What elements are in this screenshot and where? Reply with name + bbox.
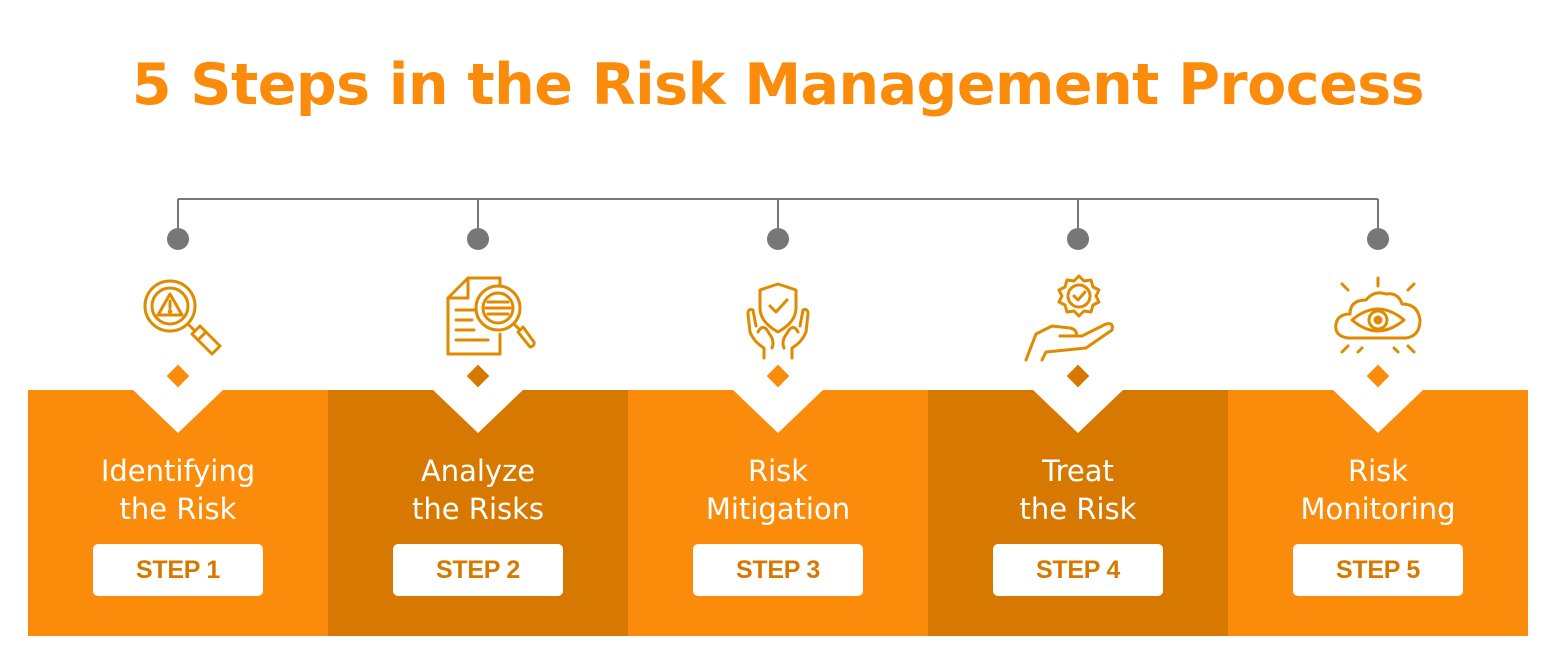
diagram-title: 5 Steps in the Risk Management Process: [131, 52, 1425, 118]
step-title-line-2: Mitigation: [705, 492, 851, 526]
card-notch: [432, 389, 524, 433]
step-title-line-1: Risk: [747, 454, 809, 488]
diamond-marker: [1366, 364, 1390, 388]
step-card-5: Risk Monitoring STEP 5: [1228, 364, 1528, 636]
diamond-marker: [1066, 364, 1090, 388]
step-title: Risk Mitigation: [628, 452, 928, 528]
card-notch: [1032, 389, 1124, 433]
connector-node-2: [467, 228, 489, 250]
step-title-line-2: the Risks: [411, 492, 545, 526]
step-card-1: Identifying the Risk STEP 1: [28, 364, 328, 636]
step-badge: STEP 4: [993, 544, 1163, 596]
step-badge: STEP 1: [93, 544, 263, 596]
step-title: Analyze the Risks: [328, 452, 628, 528]
step-title-line-2: the Risk: [119, 492, 237, 526]
diamond-marker: [466, 364, 490, 388]
step-title-line-1: Risk: [1347, 454, 1409, 488]
step-badge: STEP 5: [1293, 544, 1463, 596]
cloud-eye-icon: [1334, 276, 1422, 354]
hands-shield-icon: [746, 282, 810, 360]
step-badge: STEP 2: [393, 544, 563, 596]
connector-lines: [167, 198, 1389, 250]
connector-node-4: [1067, 228, 1089, 250]
connector-node-1: [167, 228, 189, 250]
step-card-2: Analyze the Risks STEP 2: [328, 364, 628, 636]
diamond-marker: [166, 364, 190, 388]
step-badge: STEP 3: [693, 544, 863, 596]
step-title-line-2: the Risk: [1019, 492, 1137, 526]
step-title: Risk Monitoring: [1228, 452, 1528, 528]
step-title-line-1: Treat: [1042, 454, 1114, 488]
step-title: Identifying the Risk: [28, 452, 328, 528]
step-title: Treat the Risk: [928, 452, 1228, 528]
step-card-4: Treat the Risk STEP 4: [928, 364, 1228, 636]
card-notch: [732, 389, 824, 433]
step-title-line-1: Analyze: [420, 454, 536, 488]
step-card-3: Risk Mitigation STEP 3: [628, 364, 928, 636]
diamond-marker: [766, 364, 790, 388]
connector-node-3: [767, 228, 789, 250]
document-analysis-icon: [446, 276, 536, 356]
card-notch: [1332, 389, 1424, 433]
step-title-line-2: Monitoring: [1300, 492, 1456, 526]
card-notch: [132, 389, 224, 433]
step-title-line-1: Identifying: [100, 454, 256, 488]
hand-badge-icon: [1024, 274, 1114, 362]
connector-node-5: [1367, 228, 1389, 250]
magnifier-warning-icon: [143, 279, 222, 356]
